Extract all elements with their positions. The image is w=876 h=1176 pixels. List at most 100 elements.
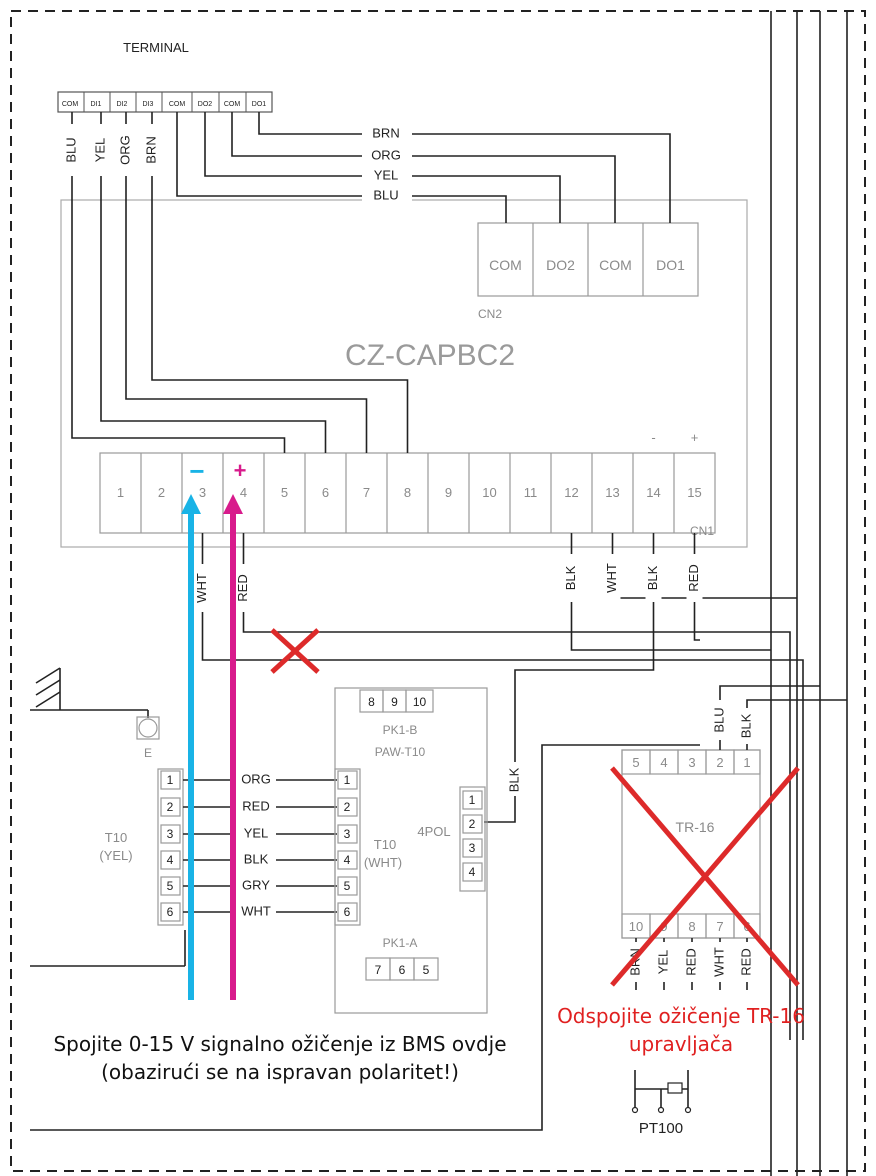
pk1a-pin: [413, 957, 439, 981]
pol-pin-label: 4: [469, 865, 476, 879]
cn1-minus-label: -: [651, 430, 655, 445]
pol-label: 4POL: [417, 824, 450, 839]
wire-label-bg: [236, 826, 276, 842]
tr16-module: [621, 749, 761, 939]
wire-label-bg: [144, 124, 160, 176]
wire-label-bg: [507, 762, 523, 796]
tr16-top-pin-label: 2: [716, 755, 723, 770]
terminal-pin-label: DI3: [143, 101, 154, 108]
wire-label-bg: [362, 188, 412, 204]
terminal-to-cn2-wire: [258, 112, 671, 223]
tr16-bottom-wire-label: RED: [738, 948, 753, 975]
tr16-top-wire-label: BLU: [711, 707, 726, 732]
t10-link-wire-label: RED: [242, 798, 269, 813]
cn1-wire-label: WHT: [194, 573, 209, 603]
pt100-terminal: [684, 1106, 692, 1114]
cn1-pin-label: 6: [322, 485, 329, 500]
tr16-bottom-pin-label: 10: [629, 919, 643, 934]
di-wire-label: YEL: [92, 138, 107, 163]
terminal-pin-label: COM: [62, 101, 79, 108]
wire-label-bg: [236, 772, 276, 788]
pt100-terminal: [657, 1106, 665, 1114]
ground-terminal: [136, 716, 160, 740]
t10-link-wire-label: ORG: [241, 771, 271, 786]
cn1-pin-label: 7: [363, 485, 370, 500]
cn1-wire-label: RED: [235, 574, 250, 601]
wire-label-bg: [236, 878, 276, 894]
pol-pin: [462, 814, 483, 834]
t10-wht-pin: [337, 902, 358, 922]
terminal-pin-label: DI2: [117, 101, 128, 108]
pol-wire-label: BLK: [506, 767, 521, 792]
terminal-pin-label: DO1: [252, 101, 267, 108]
cn1-pin-label: 3: [199, 485, 206, 500]
t10-wht-pin: [337, 850, 358, 870]
board-title: CZ-CAPBC2: [345, 339, 515, 372]
wire-label-bg: [236, 904, 276, 920]
bms-wiring-note: Spojite 0-15 V signalno ožičenje iz BMS …: [0, 1030, 560, 1086]
plus-signal-arrow-head: [223, 494, 243, 514]
bottom-loop-wire: [30, 744, 700, 1131]
pol-pin-label: 1: [469, 793, 476, 807]
wire-label-bg: [235, 564, 252, 612]
tr16-top-pin-label: 5: [632, 755, 639, 770]
pk1b-pin-label: 8: [368, 695, 375, 709]
t10-link-wire-label: BLK: [244, 851, 269, 866]
wire-label-bg: [739, 942, 755, 982]
disconnect-cross-stroke: [270, 628, 320, 674]
t10-wht-pin: [337, 824, 358, 844]
tr16-top-pin-label: 1: [743, 755, 750, 770]
bms-note-line-2: (obazirući se na ispravan polaritet!): [101, 1060, 459, 1084]
cn1-wire-label: BLK: [645, 565, 660, 590]
tr16-blu-wire: [719, 685, 820, 750]
cn2-pin-label: COM: [489, 257, 522, 273]
t10-wht-pin-label: 2: [344, 800, 351, 814]
t10-yel-pin-label: 2: [167, 800, 174, 814]
pk1a-pin-label: 5: [423, 963, 430, 977]
tr16-note-line-1: Odspojite ožičenje TR-16: [557, 1004, 805, 1028]
wire-label-bg: [194, 564, 211, 612]
outer-dashed-border: [10, 10, 866, 1172]
wire-label-bg: [739, 708, 755, 744]
cn1-pin14-blk-wire: [484, 533, 655, 823]
cn2-pin-label: COM: [599, 257, 632, 273]
cn1-pin13-wht-wire: [611, 533, 797, 599]
t10-yel-pin: [160, 770, 181, 790]
wire-label-bg: [686, 554, 703, 602]
terminal-wire-label: YEL: [374, 167, 399, 182]
pk1b-pin-label: 9: [391, 695, 398, 709]
cn2-label: CN2: [478, 307, 502, 321]
cn1-pin-label: 2: [158, 485, 165, 500]
wire-label-bg: [118, 124, 134, 176]
ground-label: E: [144, 746, 152, 760]
t10-link-wire-label: GRY: [242, 877, 270, 892]
di-to-cn1-wire: [125, 112, 368, 453]
t10-link-wire-label: YEL: [244, 825, 269, 840]
t10-wht-pin-label: 1: [344, 773, 351, 787]
pt100-terminal: [631, 1106, 639, 1114]
t10-wht-pin-label: 4: [344, 853, 351, 867]
cn1-pin-label: 8: [404, 485, 411, 500]
pol-pin-label: 3: [469, 841, 476, 855]
di-wire-label: BLU: [63, 137, 78, 162]
t10-link-wire-label: WHT: [241, 903, 271, 918]
cn1-pin-label: 13: [605, 485, 619, 500]
cn1-pin-label: 9: [445, 485, 452, 500]
tr16-bottom-wire-label: YEL: [655, 950, 670, 975]
pk1b-label: PK1-B: [383, 723, 418, 737]
bms-note-line-1: Spojite 0-15 V signalno ožičenje iz BMS …: [53, 1032, 507, 1056]
t10-wht-pin-label: 3: [344, 827, 351, 841]
t10-yel-pin-label: 6: [167, 905, 174, 919]
t10-wht-label-1: T10: [374, 837, 396, 852]
t10-wht-pin: [337, 770, 358, 790]
di-to-cn1-wire: [71, 112, 286, 453]
wire-label-bg: [362, 168, 412, 184]
cn2-pin-label: DO1: [656, 257, 685, 273]
wire-label-bg: [645, 554, 662, 602]
t10-yel-pin: [160, 876, 181, 896]
wire-label-bg: [362, 126, 412, 142]
t10-yel-pin: [160, 797, 181, 817]
cn1-pin-label: 5: [281, 485, 288, 500]
